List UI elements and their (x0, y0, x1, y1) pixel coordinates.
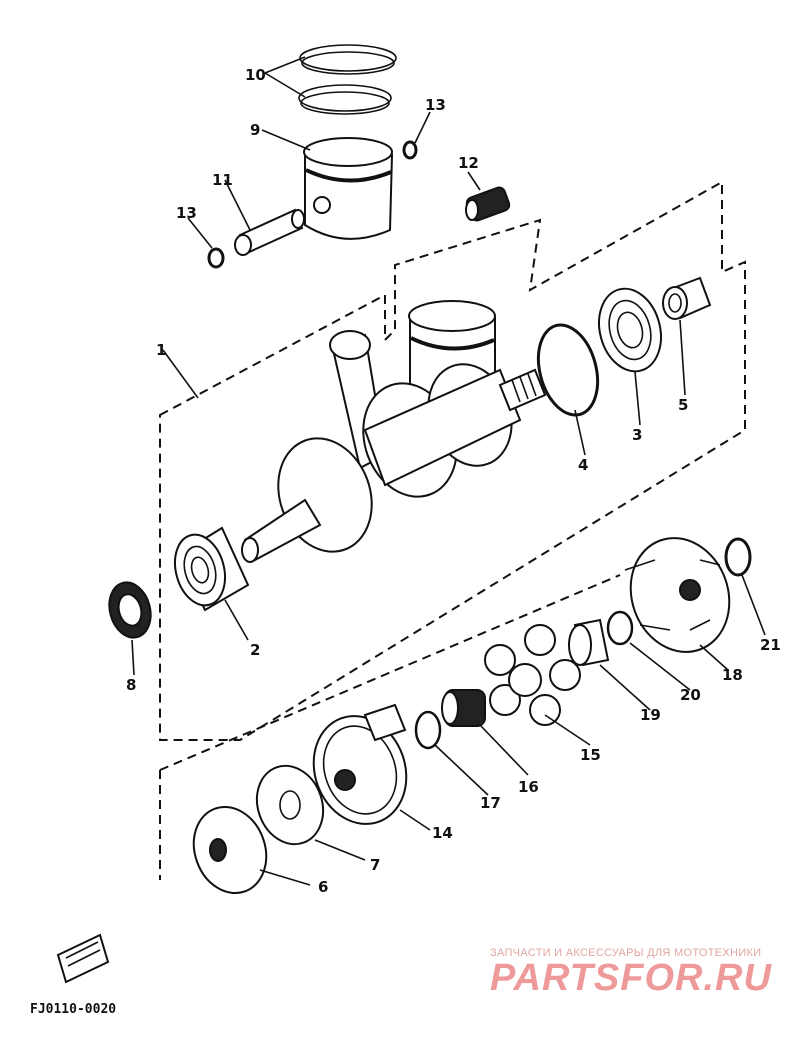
plate-6 (192, 805, 268, 895)
callout-9: 9 (250, 121, 260, 139)
clutch-housing (624, 537, 731, 653)
watermark-tagline: ЗАПЧАСТИ И АКСЕССУАРЫ ДЛЯ МОТОТЕХНИКИ (490, 947, 761, 959)
main-bearing-right (598, 287, 662, 373)
callout-7: 7 (370, 856, 380, 874)
callout-14: 14 (432, 824, 453, 842)
callout-17: 17 (480, 794, 501, 812)
oil-seal (108, 581, 152, 639)
callout-5: 5 (678, 396, 688, 414)
callout-19: 19 (640, 706, 661, 724)
callout-21: 21 (760, 636, 781, 654)
book-badge-icon (56, 933, 110, 984)
collar (662, 276, 712, 320)
callout-3: 3 (632, 426, 642, 444)
piston-pin (234, 208, 305, 256)
circlip-lower (207, 247, 225, 269)
callout-13-lower: 13 (176, 204, 197, 222)
callout-18: 18 (722, 666, 743, 684)
callout-12: 12 (458, 154, 479, 172)
crankshaft-assembly-box (159, 180, 746, 741)
washer-21 (724, 537, 752, 577)
callout-10: 10 (245, 66, 266, 84)
callout-20: 20 (680, 686, 701, 704)
callout-8: 8 (126, 676, 136, 694)
needle-bearing (465, 186, 511, 222)
o-ring-20 (606, 610, 634, 646)
drive-hub (312, 703, 408, 825)
piston (303, 137, 394, 240)
o-ring-17 (414, 710, 442, 750)
callout-2: 2 (250, 641, 260, 659)
callout-16: 16 (518, 778, 539, 796)
callout-15: 15 (580, 746, 601, 764)
needle-bearing-16 (441, 689, 486, 727)
rubber-damper (484, 624, 581, 726)
spacer-19 (568, 618, 610, 667)
washer-7 (255, 764, 325, 846)
callout-4: 4 (578, 456, 588, 474)
circlip-upper (402, 140, 418, 160)
clutch-assembly-box (159, 574, 621, 880)
callout-13-upper: 13 (425, 96, 446, 114)
piston-rings (298, 44, 397, 115)
drawing-code: FJ0110-0020 (30, 1002, 116, 1017)
main-bearing-left (174, 526, 250, 612)
watermark-brand: PARTSFOR.RU (490, 957, 772, 999)
callout-6: 6 (318, 878, 328, 896)
leader-lines (131, 56, 766, 886)
callout-1: 1 (156, 341, 166, 359)
crankshaft (241, 300, 547, 563)
callout-11: 11 (212, 171, 233, 189)
circlip-ring (536, 323, 600, 417)
